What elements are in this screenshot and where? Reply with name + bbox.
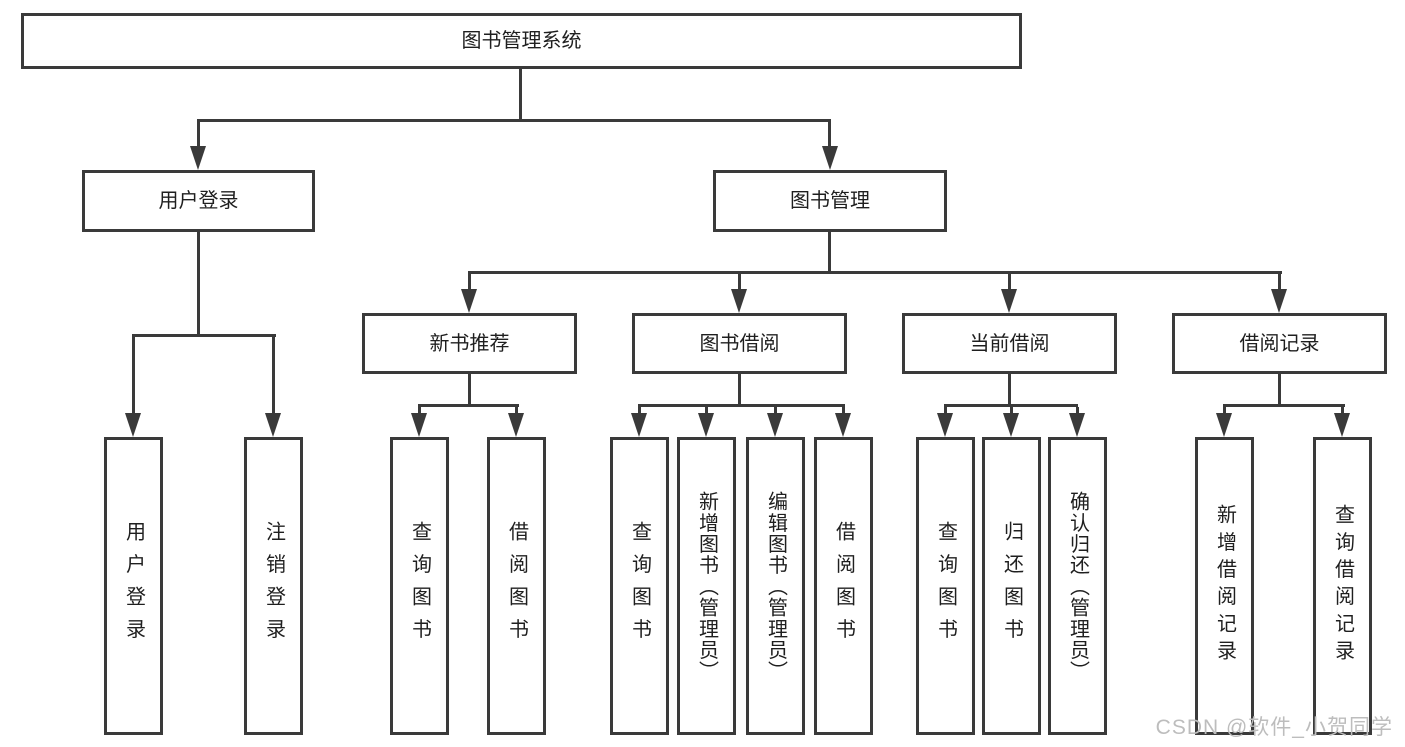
leaf-query-books-borrowing: 查询图书: [610, 437, 669, 735]
leaf-return-books: 归还图书: [982, 437, 1041, 735]
connector-user-login-rail: [132, 334, 276, 337]
arrow-down-icon: [1271, 289, 1287, 313]
connector-book-borrowing-stem: [738, 374, 741, 407]
connector-drop-user-login: [197, 122, 200, 148]
node-label: 借阅图书: [505, 521, 528, 651]
leaf-confirm-return-admin: 确认归还（管理员）: [1048, 437, 1107, 735]
connector-drop-leaf: [418, 407, 421, 415]
connector-root-rail: [197, 119, 831, 122]
node-label: 用户登录: [158, 190, 239, 212]
node-label: 新书推荐: [429, 332, 510, 355]
connector-drop-leaf: [705, 407, 708, 415]
arrow-down-icon: [1069, 413, 1085, 437]
connector-borrowing-records-rail: [1223, 404, 1345, 407]
arrow-down-icon: [461, 289, 477, 313]
leaf-query-borrow-record: 查询借阅记录: [1313, 437, 1372, 735]
connector-drop-leaf: [774, 407, 777, 415]
arrow-down-icon: [190, 146, 206, 170]
connector-drop-leaf: [1341, 407, 1344, 415]
connector-drop-leaf: [842, 407, 845, 415]
node-label: 查询借阅记录: [1331, 504, 1354, 668]
leaf-query-books-recommend: 查询图书: [390, 437, 449, 735]
node-label: 用户登录: [122, 521, 145, 651]
arrow-down-icon: [508, 413, 524, 437]
node-label: 当前借阅: [969, 332, 1050, 355]
leaf-query-books-current: 查询图书: [916, 437, 975, 735]
arrow-down-icon: [1216, 413, 1232, 437]
node-label: 查询图书: [934, 521, 957, 651]
connector-user-login-stem: [197, 232, 200, 337]
leaf-add-book-admin: 新增图书（管理员）: [677, 437, 736, 735]
leaf-borrow-books-borrowing: 借阅图书: [814, 437, 873, 735]
node-label: 新增图书（管理员）: [695, 490, 718, 682]
node-book-management: 图书管理: [713, 170, 947, 232]
node-label: 图书借阅: [699, 332, 780, 355]
arrow-down-icon: [767, 413, 783, 437]
node-library-management-system: 图书管理系统: [21, 13, 1022, 69]
connector-drop-book-management: [828, 122, 831, 148]
leaf-logout: 注销登录: [244, 437, 303, 735]
connector-current-borrowing-rail: [944, 404, 1078, 407]
node-label: 查询图书: [628, 521, 651, 651]
node-label: 借阅记录: [1239, 332, 1320, 355]
leaf-user-login: 用户登录: [104, 437, 163, 735]
connector-borrowing-records-stem: [1278, 374, 1281, 407]
connector-book-management-stem: [828, 232, 831, 274]
connector-drop-leaf: [515, 407, 518, 415]
node-label: 注销登录: [262, 521, 285, 651]
connector-current-borrowing-stem: [1008, 374, 1011, 407]
arrow-down-icon: [1001, 289, 1017, 313]
arrow-down-icon: [125, 413, 141, 437]
connector-book-borrowing-rail: [638, 404, 845, 407]
connector-drop-leaf: [638, 407, 641, 415]
connector-drop-level3: [738, 274, 741, 291]
connector-root-stem: [519, 69, 522, 122]
node-label: 图书管理: [790, 190, 870, 212]
node-label: 编辑图书（管理员）: [764, 490, 787, 682]
connector-drop-level3: [1008, 274, 1011, 291]
connector-drop-level3: [468, 274, 471, 291]
node-user-login: 用户登录: [82, 170, 315, 232]
connector-drop-leaf: [1076, 407, 1079, 415]
connector-new-book-stem: [468, 374, 471, 407]
arrow-down-icon: [822, 146, 838, 170]
arrow-down-icon: [731, 289, 747, 313]
node-book-borrowing: 图书借阅: [632, 313, 847, 374]
arrow-down-icon: [937, 413, 953, 437]
leaf-edit-book-admin: 编辑图书（管理员）: [746, 437, 805, 735]
node-new-book-recommend: 新书推荐: [362, 313, 577, 374]
arrow-down-icon: [698, 413, 714, 437]
leaf-add-borrow-record: 新增借阅记录: [1195, 437, 1254, 735]
node-label: 查询图书: [408, 521, 431, 651]
connector-new-book-rail: [418, 404, 519, 407]
arrow-down-icon: [835, 413, 851, 437]
connector-drop-leaf: [1223, 407, 1226, 415]
node-current-borrowing: 当前借阅: [902, 313, 1117, 374]
arrow-down-icon: [411, 413, 427, 437]
arrow-down-icon: [631, 413, 647, 437]
leaf-borrow-books-recommend: 借阅图书: [487, 437, 546, 735]
connector-drop-leaf: [272, 337, 275, 414]
watermark-text: CSDN @软件_小贺同学: [1155, 716, 1393, 739]
node-label: 确认归还（管理员）: [1066, 490, 1089, 682]
node-label: 图书管理系统: [461, 30, 582, 52]
connector-drop-level3: [1278, 274, 1281, 291]
node-label: 归还图书: [1000, 521, 1023, 651]
node-borrowing-records: 借阅记录: [1172, 313, 1387, 374]
node-label: 新增借阅记录: [1213, 504, 1236, 668]
arrow-down-icon: [1334, 413, 1350, 437]
connector-drop-leaf: [132, 337, 135, 414]
connector-drop-leaf: [1010, 407, 1013, 415]
arrow-down-icon: [1003, 413, 1019, 437]
connector-drop-leaf: [944, 407, 947, 415]
arrow-down-icon: [265, 413, 281, 437]
connector-book-management-rail: [468, 271, 1282, 274]
node-label: 借阅图书: [832, 521, 855, 651]
